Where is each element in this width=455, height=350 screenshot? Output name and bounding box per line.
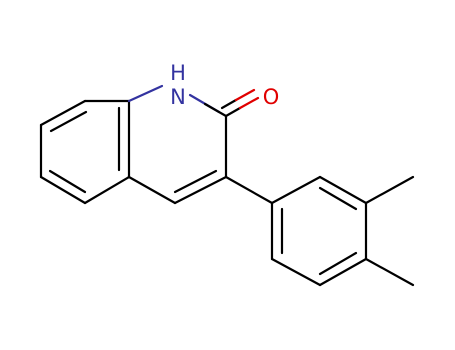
methyl-bond-4prime bbox=[364, 257, 415, 287]
pyridinone-ring bbox=[127, 84, 228, 205]
bond-c4-c4a bbox=[127, 175, 177, 205]
bond-c3-c1prime bbox=[224, 175, 274, 205]
carbonyl-bond-b-red bbox=[234, 88, 256, 102]
bond-c8-c7 bbox=[39, 99, 87, 127]
benzo-ring bbox=[39, 99, 131, 205]
double-bond-c2prime-c3prime bbox=[318, 186, 358, 211]
double-bond-c6-c5 bbox=[48, 169, 87, 194]
double-bond-c8-c7 bbox=[49, 110, 88, 133]
carbonyl-group bbox=[220, 88, 260, 118]
carbonyl-bond-a-red bbox=[238, 96, 260, 110]
nitrogen-label: N bbox=[170, 85, 186, 109]
bond-c5-c4a bbox=[83, 175, 131, 205]
double-bond-c3-c4 bbox=[173, 169, 218, 194]
oxygen-label: O bbox=[263, 85, 280, 109]
methyl-bond-3prime bbox=[364, 175, 415, 205]
double-bond-c4prime-c5prime bbox=[318, 251, 358, 276]
dimethylphenyl-ring bbox=[224, 175, 368, 287]
carbonyl-bond-b-dark bbox=[220, 98, 238, 110]
hydrogen-label: H bbox=[170, 61, 186, 85]
atom-labels: H N O bbox=[170, 61, 279, 109]
bond-c3-c4 bbox=[173, 175, 228, 205]
bond-n1-c2-dark bbox=[203, 102, 228, 118]
methyl-groups bbox=[364, 175, 415, 287]
bond-c1prime-c2prime bbox=[270, 175, 322, 205]
carbonyl-bond-a-dark bbox=[224, 106, 242, 118]
bond-c8a-n1 bbox=[127, 84, 164, 103]
bond-c2prime-c3prime bbox=[318, 175, 368, 205]
bond-c5prime-c6prime bbox=[270, 257, 322, 287]
bond-c4prime-c5prime bbox=[318, 257, 368, 287]
bond-c6-c5 bbox=[39, 175, 87, 205]
